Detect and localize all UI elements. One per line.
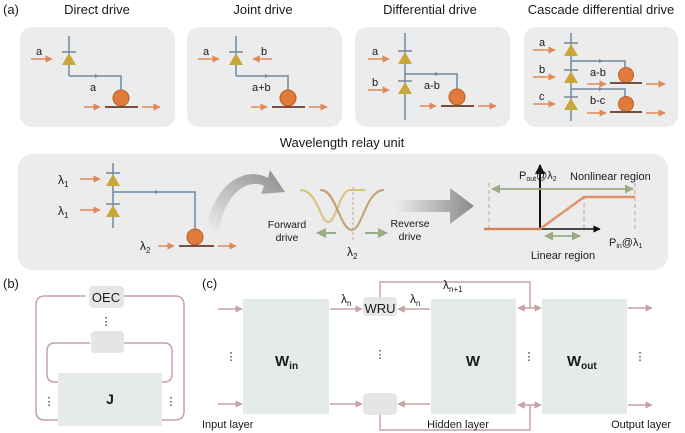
photodiode-icon	[229, 53, 243, 65]
vertical-dots: ⋮	[101, 316, 112, 328]
joint-output-sum: a+b	[252, 82, 271, 94]
differential-drive-title: Differential drive	[383, 2, 477, 17]
forward-drive-label-2: drive	[276, 232, 299, 244]
photodiode-icon	[564, 44, 578, 56]
vertical-dots: ⋮	[44, 396, 55, 408]
ring-resonator-icon	[448, 88, 466, 106]
photodiode-icon	[62, 53, 76, 65]
photodiode-icon	[398, 52, 412, 64]
panel-c-label: (c)	[202, 276, 217, 291]
y-axis-label: Pout@λ2	[519, 170, 557, 183]
wru-title: Wavelength relay unit	[280, 135, 405, 150]
vertical-dots: ⋮	[226, 351, 237, 363]
linear-region-label: Linear region	[531, 250, 595, 262]
resonance-lambda2: λ2	[347, 245, 358, 261]
nonlinear-unit-box	[91, 331, 124, 353]
panel-a-label: (a)	[3, 2, 19, 17]
ring-resonator-icon	[618, 96, 634, 112]
joint-input-b: b	[261, 46, 267, 58]
nonlinear-region-label: Nonlinear region	[570, 171, 651, 183]
wru-probe-lambda2: λ2	[140, 239, 151, 255]
wavelength-relay-unit-diagram: λ1 λ1 λ2 Forward drive Reverse drive λ2	[18, 154, 668, 270]
w-out-matrix	[542, 299, 627, 414]
forward-drive-label-1: Forward	[268, 219, 307, 231]
w-out-label: Wout	[567, 353, 597, 372]
panel-c-diagram: WRU λn λn λn+1 Win W Wout ⋮ ⋮ ⋮ ⋮ Input …	[202, 278, 671, 431]
lambda-n-left: λn	[341, 292, 351, 308]
wru-input-lambda1-top: λ1	[58, 173, 69, 189]
hidden-layer-label: Hidden layer	[427, 419, 489, 431]
matrix-j-label: J	[106, 391, 114, 407]
cascade-output-ab: a-b	[590, 67, 606, 79]
ring-resonator-icon	[279, 89, 297, 107]
photodiode-icon	[564, 71, 578, 83]
panel-b-label: (b)	[3, 276, 19, 291]
vertical-dots: ⋮	[524, 351, 535, 363]
oec-box	[89, 286, 124, 308]
cascade-differential-drive-diagram: a b c a-b b-c	[524, 27, 678, 127]
oec-label: OEC	[92, 290, 120, 305]
ring-resonator-icon	[618, 67, 634, 83]
input-layer-label: Input layer	[202, 419, 254, 431]
cascade-input-c: c	[539, 91, 545, 103]
w-in-label: Win	[275, 353, 298, 372]
wru-input-lambda1-bottom: λ1	[58, 204, 69, 220]
forward-resonance-curve	[299, 189, 365, 224]
right-arrow-icon	[395, 188, 474, 224]
ring-resonator-icon	[112, 89, 130, 107]
photodiode-icon	[106, 205, 120, 217]
w-label: W	[466, 353, 481, 370]
cascade-differential-drive-title: Cascade differential drive	[528, 2, 674, 17]
differential-drive-diagram: a b a-b	[355, 27, 510, 127]
photodiode-icon	[398, 82, 412, 94]
photodiode-icon	[106, 174, 120, 186]
curved-arrow-icon	[207, 170, 285, 230]
transfer-curve	[484, 195, 635, 231]
joint-input-a: a	[203, 46, 210, 58]
wru-box-bottom	[363, 393, 397, 415]
cascade-input-a: a	[539, 37, 546, 49]
w-in-matrix	[243, 299, 329, 414]
x-axis-label: Pin@λ1	[609, 237, 642, 250]
wru-label: WRU	[364, 301, 395, 316]
direct-drive-title: Direct drive	[64, 2, 130, 17]
wru-box	[363, 297, 397, 316]
ring-resonator-icon	[186, 228, 204, 246]
joint-drive-title: Joint drive	[233, 2, 292, 17]
lambda-n-plus-1: λn+1	[443, 278, 463, 294]
direct-drive-diagram: a a	[20, 27, 175, 127]
output-layer-label: Output layer	[611, 419, 671, 431]
diff-input-a: a	[372, 46, 379, 58]
diff-input-b: b	[372, 77, 378, 89]
matrix-j-box	[58, 373, 162, 426]
reverse-drive-label-1: Reverse	[390, 218, 429, 230]
panel-b-diagram: OEC ⋮ J ⋮ ⋮	[35, 286, 185, 426]
direct-output-a: a	[90, 82, 97, 94]
lambda-n-right: λn	[410, 292, 420, 308]
w-matrix	[431, 299, 516, 414]
reverse-drive-label-2: drive	[399, 231, 422, 243]
vertical-dots: ⋮	[635, 351, 646, 363]
direct-input-a: a	[36, 46, 43, 58]
vertical-dots: ⋮	[375, 349, 386, 361]
joint-drive-diagram: a b a+b	[187, 27, 342, 127]
cascade-output-bc: b-c	[590, 95, 606, 107]
cascade-input-b: b	[539, 64, 545, 76]
vertical-dots: ⋮	[166, 396, 177, 408]
diff-output: a-b	[424, 80, 440, 92]
photodiode-icon	[564, 98, 578, 110]
